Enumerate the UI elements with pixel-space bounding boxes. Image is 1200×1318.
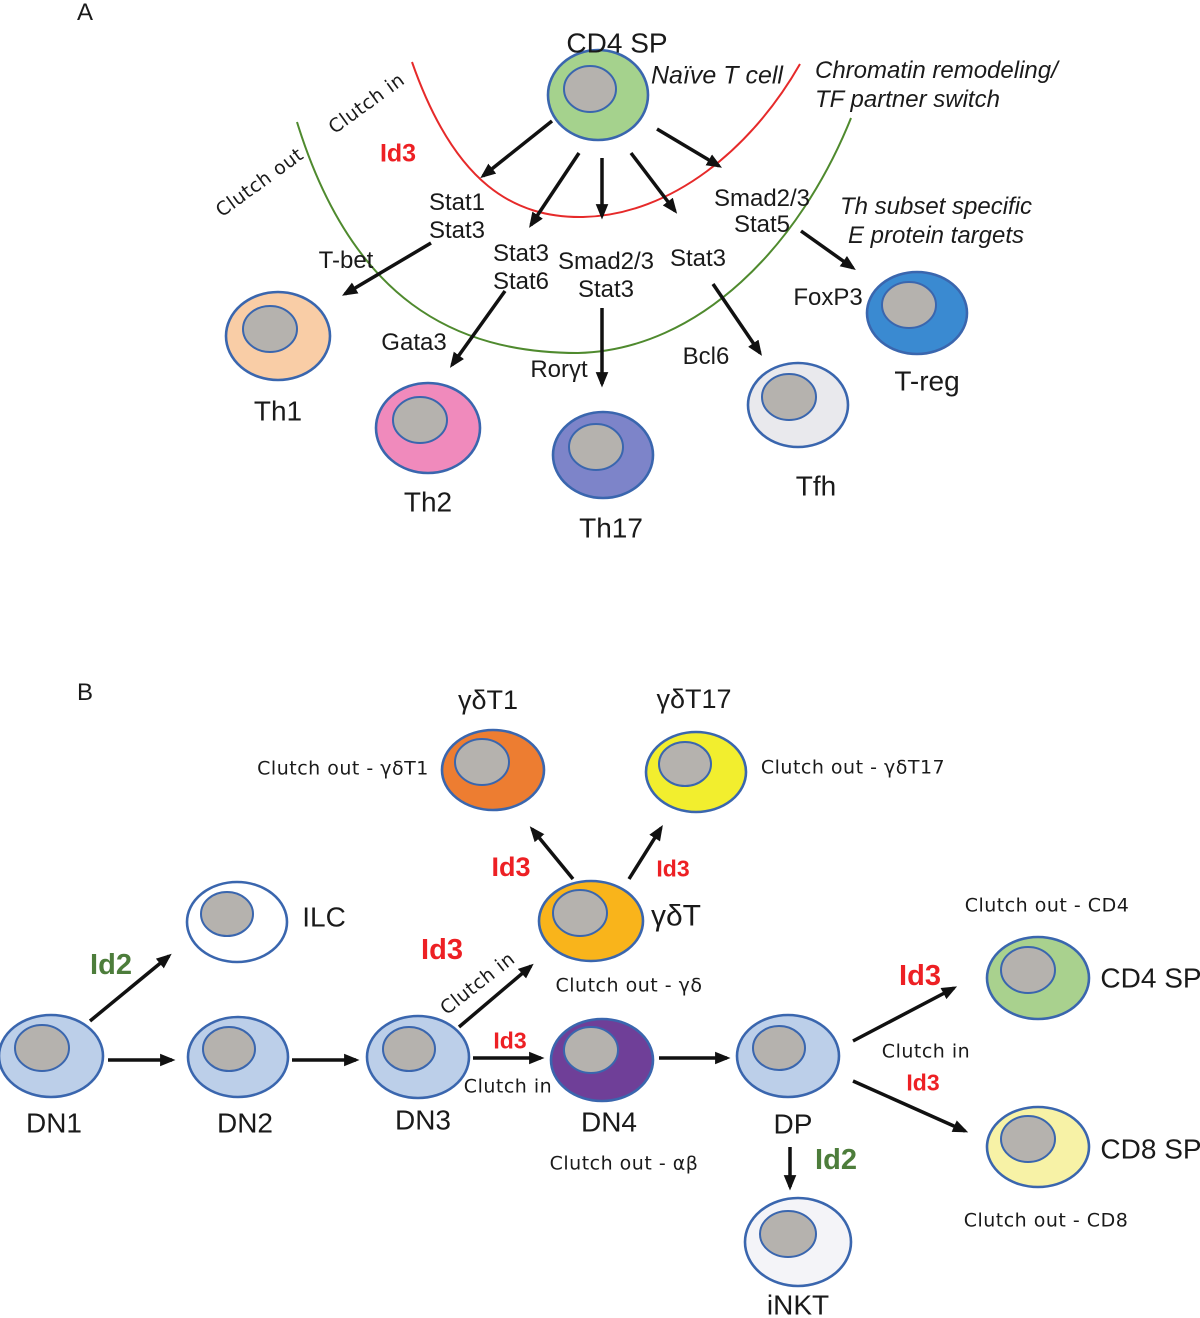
rorgt-label: Rorγt: [530, 355, 588, 383]
stat3-label-c: Stat3: [577, 275, 635, 303]
gdt-label: γδT: [650, 899, 702, 933]
id3-cd8-label: Id3: [906, 1069, 940, 1096]
th17-cell: [551, 410, 655, 500]
dn2-label: DN2: [216, 1107, 274, 1139]
th1-label: Th1: [253, 395, 303, 427]
arrow-dp-cd4sp: [852, 986, 958, 1043]
panel-a-arrows: [341, 119, 856, 388]
id3-cd4-label: Id3: [899, 960, 941, 993]
gdt17-label: γδT17: [656, 684, 732, 715]
clutch-in-dp-label: Clutch in: [881, 1040, 971, 1063]
dn1-cell: [0, 1013, 105, 1099]
panel-b-label: B: [76, 678, 94, 706]
gdt1-label: γδT1: [457, 685, 519, 716]
gdt1-cell: [440, 728, 546, 812]
treg-label: T-reg: [894, 365, 960, 397]
arrow-naive-stat3-tfh: [629, 151, 678, 214]
tfh-label: Tfh: [795, 470, 837, 502]
arrow-gdt-gdt17: [627, 825, 663, 880]
cd8sp-label: CD8 SP: [1100, 1133, 1200, 1165]
dp-label: DP: [773, 1108, 813, 1140]
stat3-label-d: Stat3: [669, 244, 727, 272]
smad23-label-b: Smad2/3: [713, 184, 811, 212]
dn4-label: DN4: [580, 1106, 638, 1138]
cd8sp-cell: [985, 1105, 1091, 1189]
ilc-label: ILC: [302, 901, 346, 933]
arrow-dn1-ilc: [88, 953, 172, 1023]
th1-cell: [224, 290, 332, 382]
arrow-foxp3-treg: [799, 229, 856, 271]
th2-cell: [374, 381, 482, 475]
chromatin-annotation: Chromatin remodeling/ TF partner switch: [815, 56, 1058, 114]
arrow-tbet-th1: [341, 241, 432, 296]
inkt-cell: [743, 1196, 853, 1288]
arrow-bcl6-tfh: [711, 283, 762, 356]
arrow-gdt-gdt1: [529, 826, 575, 881]
cd4sp-cell: [985, 935, 1091, 1021]
chromatin-annotation-line1: Chromatin remodeling/: [815, 57, 1058, 84]
arrow-naive-stat1: [480, 119, 554, 179]
th17-label: Th17: [579, 512, 643, 544]
smad23-label-a: Smad2/3: [557, 247, 655, 275]
clutch-out-gdt17-label: Clutch out - γδT17: [760, 756, 946, 779]
clutch-out-gd-label: Clutch out - γδ: [555, 974, 703, 997]
cd4sp-title: CD4 SP: [566, 27, 668, 59]
gata3-label: Gata3: [381, 328, 447, 356]
th-subset-annotation-line2: E protein targets: [847, 222, 1025, 249]
clutch-in-dn4-label: Clutch in: [463, 1075, 553, 1098]
bcl6-label: Bcl6: [682, 342, 730, 370]
id3-dn4-label: Id3: [493, 1027, 527, 1054]
tfh-cell: [746, 361, 850, 449]
clutch-out-cd8-label: Clutch out - CD8: [963, 1209, 1129, 1232]
id3-gdt1-label: Id3: [491, 852, 531, 883]
dn3-label: DN3: [394, 1104, 452, 1136]
stat6-label: Stat6: [492, 267, 550, 295]
clutch-out-ab-label: Clutch out - αβ: [549, 1152, 699, 1175]
arrow-dp-cd8sp: [852, 1079, 969, 1133]
inkt-label: iNKT: [766, 1289, 830, 1318]
id3-gdt17-label: Id3: [656, 855, 690, 882]
naive-t-cell: [546, 48, 650, 142]
arrow-naive-stat3-stat6: [529, 152, 581, 228]
dn2-cell: [186, 1015, 290, 1099]
dp-cell: [735, 1013, 841, 1099]
panel-b-arrows: [88, 825, 969, 1191]
arrow-dn3-gdt: [457, 963, 534, 1029]
th2-label: Th2: [403, 486, 453, 518]
id3-label-a: Id3: [379, 139, 417, 168]
stat1-label: Stat1: [428, 188, 486, 216]
gdt17-cell: [644, 730, 748, 814]
id2-inkt-label: Id2: [815, 1144, 857, 1177]
ilc-cell: [185, 880, 289, 964]
clutch-out-cd4-label: Clutch out - CD4: [964, 894, 1130, 917]
arrow-gata3-th2: [449, 289, 507, 368]
stat5-label: Stat5: [733, 210, 791, 238]
cd4sp-label: CD4 SP: [1100, 962, 1200, 994]
dn4-cell: [549, 1017, 655, 1103]
treg-cell: [865, 270, 969, 356]
arrow-naive-smad23-stat5: [656, 127, 723, 168]
stat3-label-a: Stat3: [428, 216, 486, 244]
foxp3-label: FoxP3: [793, 283, 863, 311]
dn1-label: DN1: [25, 1107, 83, 1139]
chromatin-annotation-line2: TF partner switch: [815, 86, 1000, 113]
dn3-cell: [365, 1014, 471, 1100]
stat3-label-b: Stat3: [492, 239, 550, 267]
tbet-label: T-bet: [318, 246, 374, 274]
clutch-out-boundary-curve: [296, 117, 852, 355]
panel-a-label: A: [76, 0, 94, 26]
naive-t-cell-label: Naïve T cell: [651, 61, 783, 90]
th-subset-annotation-line1: Th subset specific: [839, 193, 1033, 220]
clutch-in-boundary-curve: [411, 61, 801, 219]
id2-ilc-label: Id2: [90, 949, 132, 982]
id3-dn3-label: Id3: [421, 934, 463, 967]
th-subset-annotation: Th subset specific E protein targets: [840, 192, 1032, 250]
clutch-out-gdt1-label: Clutch out - γδT1: [257, 757, 429, 780]
gdt-cell: [537, 879, 645, 963]
